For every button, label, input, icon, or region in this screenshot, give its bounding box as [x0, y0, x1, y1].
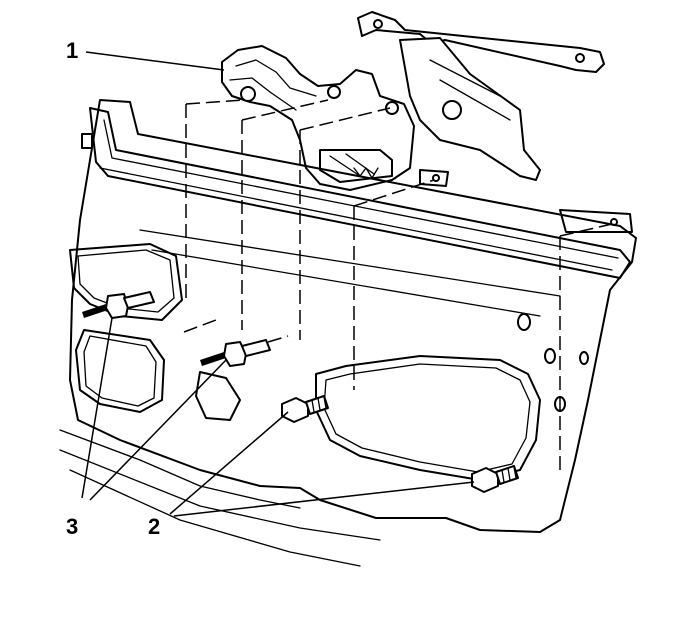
- bolt-lower: [471, 465, 519, 493]
- callout-2: 2: [148, 514, 161, 539]
- callout-3: 3: [66, 514, 79, 539]
- panel-cutout-left: [69, 243, 183, 413]
- install-guide-lines: [183, 99, 613, 470]
- rivet-upper: [82, 291, 155, 319]
- regulator-mechanism: [221, 45, 415, 191]
- rivet-lower: [200, 339, 271, 367]
- bolt-middle: [281, 395, 329, 423]
- leader-lines: [81, 51, 475, 517]
- panel-cutout-right: [195, 355, 541, 481]
- door-panel: [59, 99, 637, 567]
- callout-1: 1: [66, 38, 79, 63]
- hinge-bracket: [357, 11, 605, 181]
